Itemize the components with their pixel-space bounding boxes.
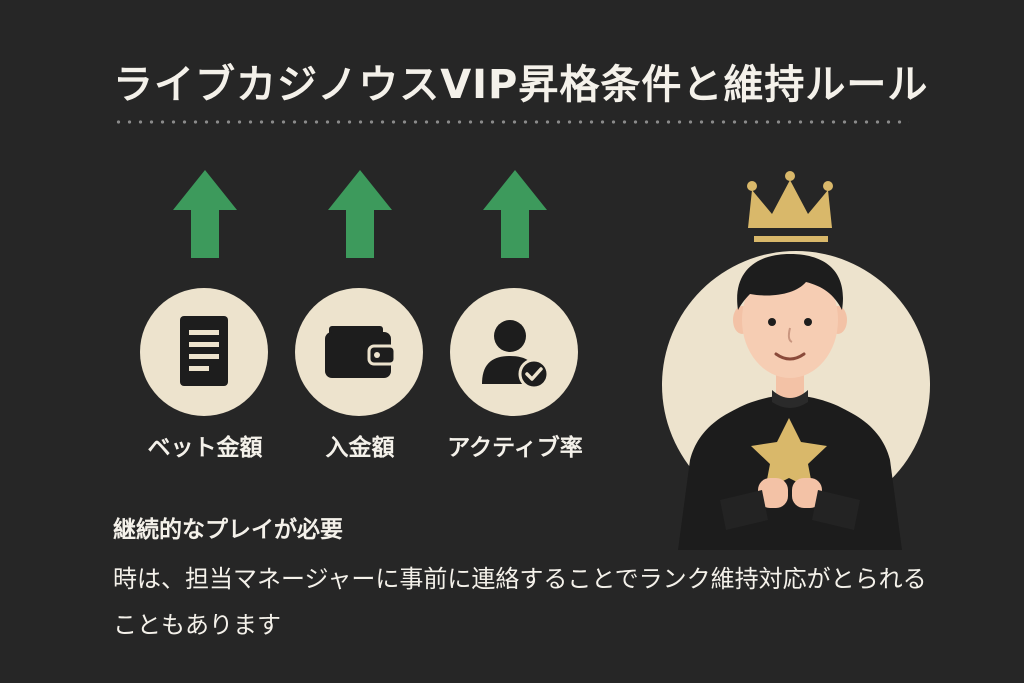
metric-icon-circle [450,288,578,416]
metric-label: ベット金額 [147,435,263,461]
metric-label: アクティブ率 [447,435,583,461]
arrow-up-icon [328,170,392,258]
metric-icon-circle [140,288,268,416]
arrow-up-icon [483,170,547,258]
page-title: ライブカジノウスVIP昇格条件と維持ルール [113,62,929,108]
metric-label: 入金額 [325,435,395,461]
dotted-divider [113,120,909,124]
metric-icon-circle [295,288,423,416]
metric-active-rate: アクティブ率 [445,170,585,470]
vip-avatar-illustration [662,171,930,550]
document-icon [180,316,228,386]
requirement-heading: 継続的なプレイが必要 [113,517,343,543]
rank-maintenance-note: 時は、担当マネージャーに事前に連絡することでランク維持対応がとられることもありま… [113,565,927,639]
wallet-icon [325,326,397,378]
crown-icon [747,171,833,242]
user-check-icon [482,320,550,390]
arrow-up-icon [173,170,237,258]
metric-deposit-amount: 入金額 [290,170,430,470]
star-icon [751,418,827,490]
metric-bet-amount: ベット金額 [135,170,275,470]
